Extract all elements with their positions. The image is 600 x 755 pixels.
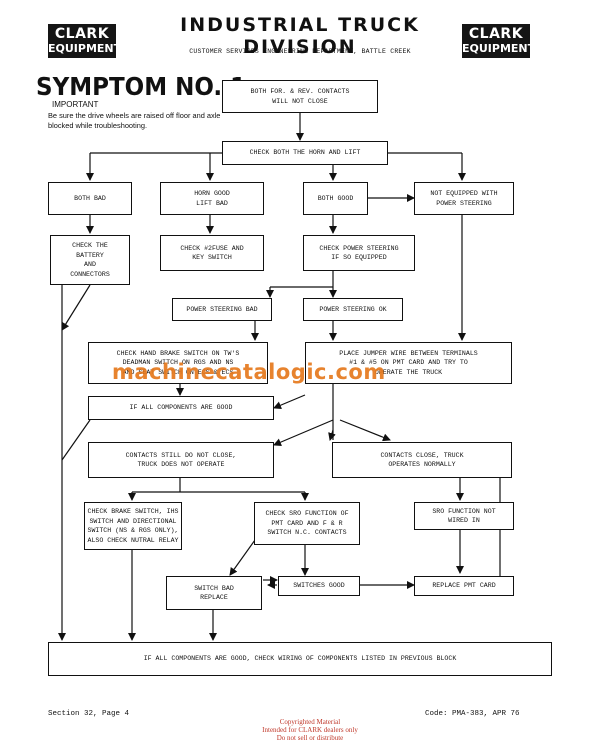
switches-good-text: SWITCHES GOOD xyxy=(293,582,345,590)
horn-good-lift-bad-text: HORN GOOD LIFT BAD xyxy=(194,190,230,207)
both-bad-text: BOTH BAD xyxy=(74,194,106,202)
switch-bad-text: SWITCH BAD REPLACE xyxy=(194,584,234,602)
start-text: BOTH FOR. & REV. CONTACTS WILL NOT CLOSE xyxy=(250,88,350,105)
document-code: Code: PMA-383, APR 76 xyxy=(425,710,520,718)
check-sro-text: CHECK SRO FUNCTION OF PMT CARD AND F & R… xyxy=(265,510,349,537)
power-steering-bad-text: POWER STEERING BAD xyxy=(186,305,258,313)
place-jumper-box: PLACE JUMPER WIRE BETWEEN TERMINALS #1 &… xyxy=(305,342,512,384)
replace-pmt-box: REPLACE PMT CARD xyxy=(414,576,514,596)
check-brake-switch-text: CHECK BRAKE SWITCH, IHS SWITCH AND DIREC… xyxy=(87,508,179,544)
section-page-label: Section 32, Page 4 xyxy=(48,710,130,718)
important-label: IMPORTANT xyxy=(52,100,99,109)
switches-good-box: SWITCHES GOOD xyxy=(278,576,360,596)
logo-right-line2: EQUIPMENT xyxy=(462,42,536,55)
both-bad-box: BOTH BAD xyxy=(48,182,132,215)
contacts-not-close-text: CONTACTS STILL DO NOT CLOSE, TRUCK DOES … xyxy=(125,451,237,469)
both-good-box: BOTH GOOD xyxy=(303,182,368,215)
if-all-good-box-1: IF ALL COMPONENTS ARE GOOD xyxy=(88,396,274,420)
important-note: Be sure the drive wheels are raised off … xyxy=(48,111,221,130)
check-horn-lift-text: CHECK BOTH THE HORN AND LIFT xyxy=(249,149,361,157)
final-check-box: IF ALL COMPONENTS ARE GOOD, CHECK WIRING… xyxy=(48,642,552,676)
sro-not-wired-box: SRO FUNCTION NOT WIRED IN xyxy=(414,502,514,530)
check-hand-brake-text: CHECK HAND BRAKE SWITCH ON TW'S DEADMAN … xyxy=(116,349,240,376)
logo-right-line1: CLARK xyxy=(468,26,524,42)
power-steering-ok-text: POWER STEERING OK xyxy=(319,305,387,313)
power-steering-bad-box: POWER STEERING BAD xyxy=(172,298,272,321)
check-horn-lift-box: CHECK BOTH THE HORN AND LIFT xyxy=(222,141,388,165)
power-steering-ok-box: POWER STEERING OK xyxy=(303,298,403,321)
check-power-steering-box: CHECK POWER STEERING IF SO EQUIPPED xyxy=(303,235,415,271)
replace-pmt-text: REPLACE PMT CARD xyxy=(432,582,496,590)
sro-not-wired-text: SRO FUNCTION NOT WIRED IN xyxy=(432,507,496,525)
not-equipped-box: NOT EQUIPPED WITH POWER STEERING xyxy=(414,182,514,215)
both-good-text: BOTH GOOD xyxy=(317,194,354,202)
start-box: BOTH FOR. & REV. CONTACTS WILL NOT CLOSE xyxy=(222,80,378,113)
check-brake-switch-box: CHECK BRAKE SWITCH, IHS SWITCH AND DIREC… xyxy=(84,502,182,550)
check-battery-box: CHECK THE BATTERY AND CONNECTORS xyxy=(50,235,130,285)
symptom-heading: SYMPTOM NO. 1 xyxy=(36,72,247,101)
copyright-notice: Copyrighted Material Intended for CLARK … xyxy=(240,718,380,742)
check-hand-brake-box: CHECK HAND BRAKE SWITCH ON TW'S DEADMAN … xyxy=(88,342,268,384)
check-fuse-box: CHECK #2FUSE AND KEY SWITCH xyxy=(160,235,264,271)
switch-bad-box: SWITCH BAD REPLACE xyxy=(166,576,262,610)
watermark-text: machinecatalogic.com xyxy=(112,360,386,384)
check-fuse-text: CHECK #2FUSE AND KEY SWITCH xyxy=(180,244,244,262)
not-equipped-text: NOT EQUIPPED WITH POWER STEERING xyxy=(430,190,498,207)
check-battery-text: CHECK THE BATTERY AND CONNECTORS xyxy=(70,242,110,278)
copyright-text: Copyrighted Material Intended for CLARK … xyxy=(262,718,358,742)
place-jumper-text: PLACE JUMPER WIRE BETWEEN TERMINALS #1 &… xyxy=(339,349,478,376)
final-check-text: IF ALL COMPONENTS ARE GOOD, CHECK WIRING… xyxy=(143,655,457,663)
department-subtitle: CUSTOMER SERVICES ENGINEERING DEPARTMENT… xyxy=(189,48,411,55)
check-power-steering-text: CHECK POWER STEERING IF SO EQUIPPED xyxy=(319,244,399,262)
clark-logo-left: CLARK EQUIPMENT xyxy=(48,24,122,58)
contacts-close-box: CONTACTS CLOSE, TRUCK OPERATES NORMALLY xyxy=(332,442,512,478)
clark-logo-right: CLARK EQUIPMENT xyxy=(462,24,536,58)
logo-left-line1: CLARK xyxy=(54,26,110,42)
division-title: INDUSTRIAL TRUCK DIVISION xyxy=(180,14,420,58)
contacts-close-text: CONTACTS CLOSE, TRUCK OPERATES NORMALLY xyxy=(380,451,464,469)
check-sro-box: CHECK SRO FUNCTION OF PMT CARD AND F & R… xyxy=(254,502,360,545)
contacts-not-close-box: CONTACTS STILL DO NOT CLOSE, TRUCK DOES … xyxy=(88,442,274,478)
if-all-good-text-1: IF ALL COMPONENTS ARE GOOD xyxy=(129,404,233,412)
logo-left-line2: EQUIPMENT xyxy=(48,42,122,55)
horn-good-lift-bad-box: HORN GOOD LIFT BAD xyxy=(160,182,264,215)
